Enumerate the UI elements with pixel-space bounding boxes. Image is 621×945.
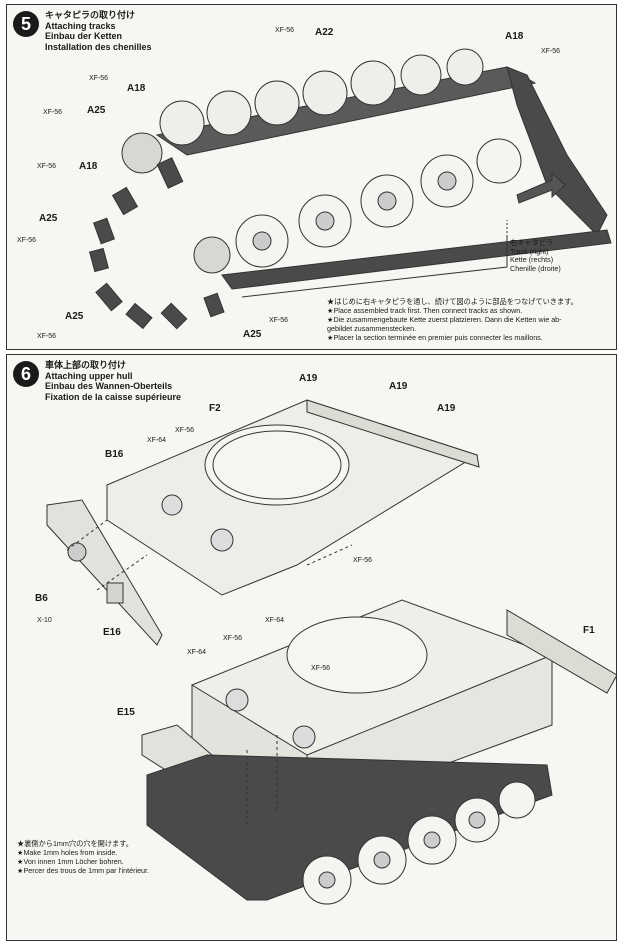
track-assembly-illustration xyxy=(89,48,612,330)
part-label-a18: A18 xyxy=(505,31,524,42)
track-caption-en: Track (right) xyxy=(510,246,549,256)
paint-code: XF-56 xyxy=(43,109,63,116)
paint-code: XF-56 xyxy=(311,665,331,672)
step-6-panel: 6 車体上部の取り付け Attaching upper hull Einbau … xyxy=(6,354,617,941)
part-label-b6: B6 xyxy=(35,593,48,604)
part-label-f2: F2 xyxy=(209,403,221,414)
part-label-a19: A19 xyxy=(389,381,408,392)
part-label-a22: A22 xyxy=(315,27,334,38)
track-caption-fr: Chenille (droite) xyxy=(510,263,561,273)
paint-code: XF-64 xyxy=(187,649,207,656)
track-caption-de: Kette (rechts) xyxy=(510,255,554,264)
step-title-en: Attaching tracks xyxy=(45,20,116,31)
note-line: ★Percer des trous de 1mm par l'intérieur… xyxy=(17,866,150,875)
part-label-e15: E15 xyxy=(117,707,135,718)
step-title-block: 車体上部の取り付け Attaching upper hull Einbau de… xyxy=(45,360,181,402)
assembly-notes: ★はじめに右キャタピラを通し、続けて図のように部品をつなげていきます。 ★Pla… xyxy=(327,297,578,342)
note-line: ★Place assembled track first. Then conne… xyxy=(327,306,523,315)
part-label-a25: A25 xyxy=(65,311,84,322)
step-title-fr: Fixation de la caisse supérieure xyxy=(45,391,182,402)
note-line: ★Placer la section terminée en premier p… xyxy=(327,333,543,342)
note-line: ★はじめに右キャタピラを通し、続けて図のように部品をつなげていきます。 xyxy=(327,297,578,306)
paint-code: XF-56 xyxy=(17,237,37,244)
note-line: ★Make 1mm holes from inside. xyxy=(17,848,118,857)
step-5-panel: 5 キャタピラの取り付け Attaching tracks Einbau der… xyxy=(6,4,617,350)
part-label-a18: A18 xyxy=(79,161,98,172)
paint-code: XF-56 xyxy=(541,48,561,55)
part-label-a18: A18 xyxy=(127,83,146,94)
step-title-en: Attaching upper hull xyxy=(45,370,133,381)
step-title-jp: 車体上部の取り付け xyxy=(45,360,127,370)
paint-code: XF-56 xyxy=(89,75,109,82)
paint-code: XF-56 xyxy=(37,333,57,340)
step-title-de: Einbau des Wannen-Oberteils xyxy=(45,381,173,391)
step-title-block: キャタピラの取り付け Attaching tracks Einbau der K… xyxy=(45,10,152,52)
part-label-a25: A25 xyxy=(39,213,58,224)
paint-code: XF-56 xyxy=(223,635,243,642)
hull-assembly-illustration xyxy=(46,399,616,905)
step-number: 5 xyxy=(13,11,39,37)
paint-code: XF-56 xyxy=(353,557,373,564)
paint-code: XF-56 xyxy=(175,427,195,434)
step-title-jp: キャタピラの取り付け xyxy=(45,10,136,20)
paint-code: XF-56 xyxy=(269,317,289,324)
paint-code: X-10 xyxy=(37,617,52,624)
part-label-e16: E16 xyxy=(103,627,121,638)
step-number: 6 xyxy=(13,361,39,387)
drilling-notes: ★裏側から1mm穴の穴を開けます。 ★Make 1mm holes from i… xyxy=(17,839,149,875)
step-title-fr: Installation des chenilles xyxy=(45,41,152,52)
track-caption-jp: 右キャタピラ xyxy=(510,238,554,247)
track-caption: 右キャタピラ Track (right) Kette (rechts) Chen… xyxy=(510,238,561,273)
part-label-a19: A19 xyxy=(299,373,318,384)
part-label-f1: F1 xyxy=(583,625,595,636)
paint-code: XF-56 xyxy=(275,27,295,34)
paint-code: XF-64 xyxy=(265,617,285,624)
note-line: ★Die zusammengebaute Kette zuerst platzi… xyxy=(327,315,562,324)
part-label-a25: A25 xyxy=(243,329,262,340)
part-label-a25: A25 xyxy=(87,105,106,116)
part-label-a19: A19 xyxy=(437,403,456,414)
note-line: ★Von innen 1mm Löcher bohren. xyxy=(17,857,124,866)
note-line: gebildet zusammenstecken. xyxy=(327,324,417,333)
paint-code: XF-64 xyxy=(147,437,167,444)
part-label-b16: B16 xyxy=(105,449,124,460)
note-line: ★裏側から1mm穴の穴を開けます。 xyxy=(17,839,133,848)
paint-code: XF-56 xyxy=(37,163,57,170)
step-title-de: Einbau der Ketten xyxy=(45,31,123,41)
